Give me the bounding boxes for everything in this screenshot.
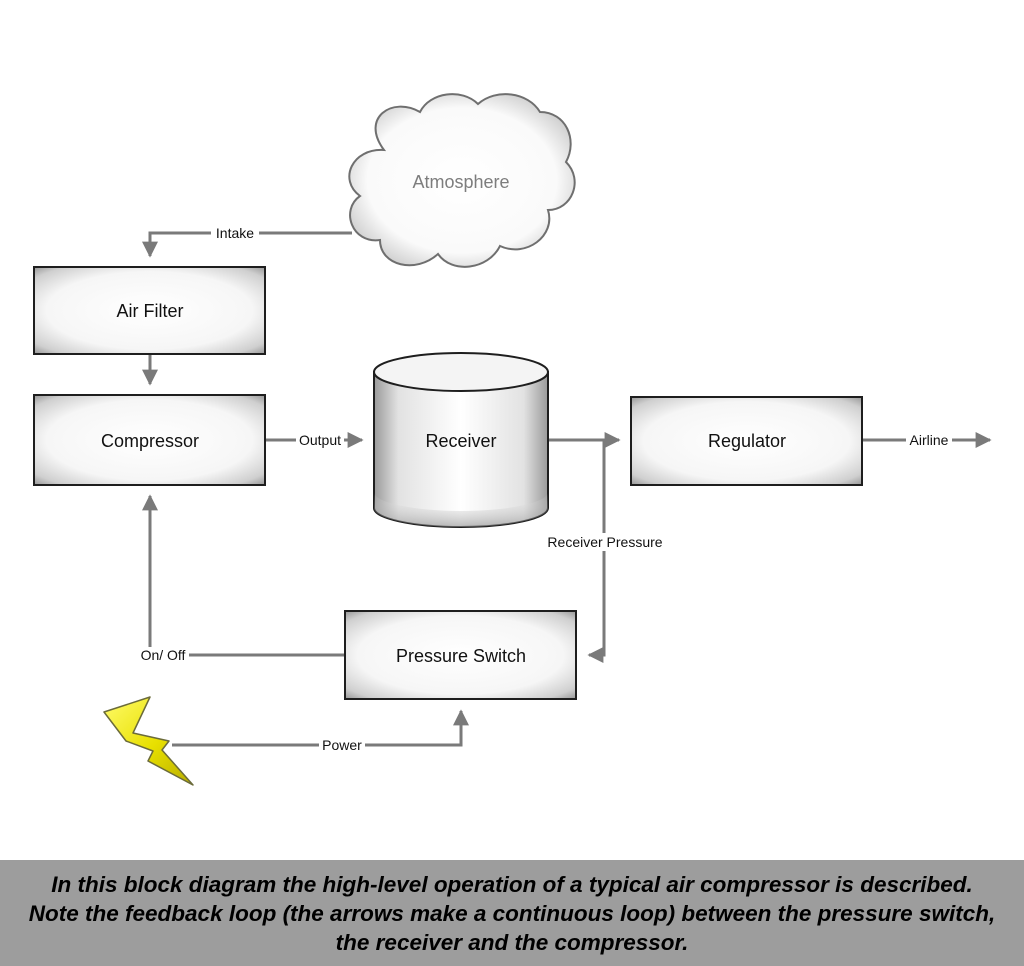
caption-text: In this block diagram the high-level ope…	[28, 871, 996, 955]
atmosphere-label: Atmosphere	[412, 172, 509, 192]
receiver-pressure-arrow	[587, 440, 606, 663]
regulator-node: Regulator	[630, 396, 863, 486]
power-arrow	[172, 709, 469, 747]
receiver-node: Receiver	[373, 352, 549, 528]
receiver-label: Receiver	[425, 431, 496, 451]
air-filter-node: Air Filter	[33, 266, 266, 355]
compressor-node: Compressor	[33, 394, 266, 486]
compressor-label: Compressor	[101, 431, 199, 451]
power-source	[103, 696, 194, 786]
caption-banner: In this block diagram the high-level ope…	[0, 860, 1024, 966]
receiver-pressure-label: Receiver Pressure	[547, 534, 662, 550]
air-compressor-block-diagram: Atmosphere Air Filter Compressor Receive…	[33, 93, 992, 786]
atmosphere-node: Atmosphere	[348, 93, 576, 268]
output-label: Output	[299, 432, 341, 448]
intake-label: Intake	[216, 225, 254, 241]
intake-arrow	[142, 231, 352, 258]
on-off-label: On/ Off	[141, 647, 186, 663]
power-label: Power	[322, 737, 362, 753]
regulator-label: Regulator	[708, 431, 786, 451]
pressure-switch-node: Pressure Switch	[344, 610, 577, 700]
air-filter-label: Air Filter	[117, 301, 184, 321]
lightning-bolt-icon	[103, 696, 194, 786]
pressure-switch-label: Pressure Switch	[396, 646, 526, 666]
on-off-arrow	[142, 494, 345, 657]
cloud-icon	[348, 93, 576, 268]
airline-label: Airline	[910, 432, 949, 448]
